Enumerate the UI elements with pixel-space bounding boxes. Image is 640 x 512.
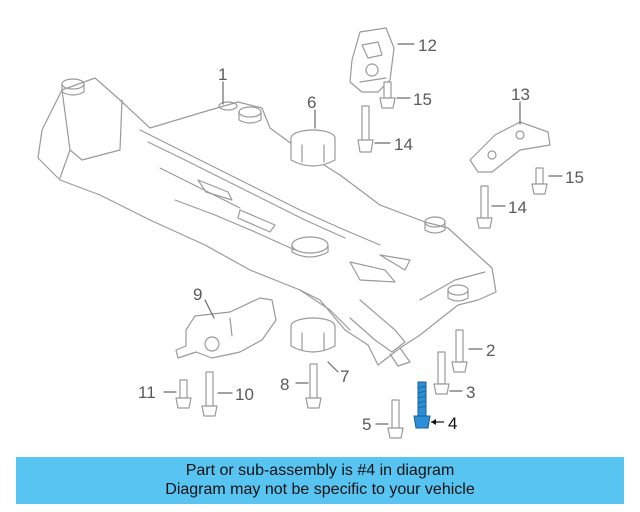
bolt-11 <box>175 379 192 409</box>
callout-9: 9 <box>193 285 202 304</box>
callout-6: 6 <box>307 93 316 112</box>
bolt-2 <box>451 329 468 373</box>
bolt-15-right <box>531 167 548 195</box>
bolt-15-top <box>379 81 396 109</box>
callout-5: 5 <box>362 415 371 434</box>
callout-15-right: 15 <box>565 168 584 187</box>
bolt-5 <box>387 399 404 439</box>
part-13-mount <box>469 121 551 173</box>
leader-lines <box>163 43 563 425</box>
callout-1: 1 <box>218 65 227 84</box>
bolt-14-top <box>357 105 374 153</box>
info-banner: Part or sub-assembly is #4 in diagram Di… <box>16 457 624 504</box>
bolt-3 <box>433 351 450 395</box>
callout-10: 10 <box>235 385 254 404</box>
callout-3: 3 <box>466 383 475 402</box>
callout-2: 2 <box>486 341 495 360</box>
part-6-bushing <box>290 129 336 167</box>
subframe <box>37 77 497 367</box>
banner-line-2: Diagram may not be specific to your vehi… <box>165 481 475 498</box>
callout-7: 7 <box>340 367 349 386</box>
callout-8: 8 <box>280 375 289 394</box>
bolt-10 <box>201 371 218 417</box>
callout-14-right: 14 <box>508 198 527 217</box>
bolt-14-right <box>476 185 493 229</box>
part-12-mount <box>349 27 395 93</box>
part-7-bushing <box>290 317 336 353</box>
bolt-8 <box>305 363 322 409</box>
bolt-4-highlighted[interactable] <box>413 381 431 429</box>
callout-11: 11 <box>138 383 156 402</box>
callout-14-top: 14 <box>394 135 413 154</box>
callout-13: 13 <box>511 85 530 104</box>
leader-arrow-4 <box>431 419 436 425</box>
callout-4[interactable]: 4 <box>448 414 457 433</box>
banner-line-1: Part or sub-assembly is #4 in diagram <box>185 462 455 479</box>
callout-15-top: 15 <box>413 90 432 109</box>
callout-12: 12 <box>418 36 437 55</box>
part-9-mount <box>175 297 277 359</box>
